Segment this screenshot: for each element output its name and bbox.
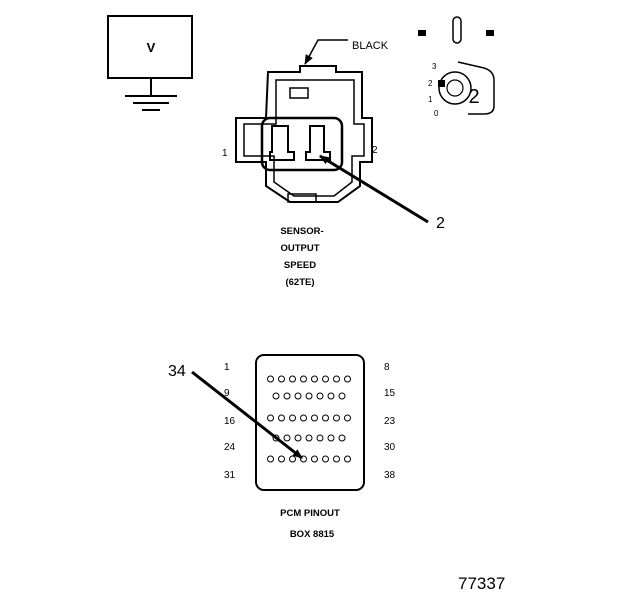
pin-label-left: 1 <box>222 148 228 159</box>
pcm-pin <box>344 375 351 383</box>
pcm-caption-line-1: PCM PINOUT <box>280 508 340 519</box>
pcm-pin <box>305 434 313 442</box>
terminal-2 <box>305 125 331 161</box>
voltmeter-symbol: V <box>147 40 156 55</box>
scale-label-0: 0 <box>434 109 439 118</box>
pcm-pin <box>272 392 280 400</box>
pcm-left-label-2: 9 <box>224 388 230 399</box>
pcm-right-label-5: 38 <box>384 470 396 481</box>
pcm-pin <box>289 455 296 463</box>
pcm-pin <box>278 455 285 463</box>
pcm-callout-number: 34 <box>168 363 186 380</box>
connector-caption-line-2: OUTPUT <box>280 243 319 254</box>
knob-dial <box>438 71 472 105</box>
pcm-pin <box>333 414 340 422</box>
connector-callout-arrow <box>319 154 429 224</box>
ground-icon <box>125 78 177 111</box>
pcm-pin <box>267 375 274 383</box>
pcm-right-label-2: 15 <box>384 388 396 399</box>
connector-inner-shell <box>243 79 365 197</box>
knob-value: 2 <box>468 86 479 108</box>
pcm-pin <box>289 375 296 383</box>
pcm-left-label-3: 16 <box>224 416 236 427</box>
pcm-pin <box>338 434 346 442</box>
pcm-pin <box>294 434 302 442</box>
scale-label-2: 2 <box>428 79 433 88</box>
connector-key <box>287 193 317 203</box>
pcm-pin <box>267 414 274 422</box>
connector-caption-line-4: (62TE) <box>285 277 314 288</box>
pcm-pin-grid <box>267 375 351 463</box>
pcm-pin <box>278 375 285 383</box>
pcm-pin <box>338 392 346 400</box>
pcm-pin <box>333 455 340 463</box>
pcm-pin <box>322 414 329 422</box>
pcm-right-label-1: 8 <box>384 362 390 373</box>
pcm-connector-body <box>255 354 365 491</box>
connector-outer-shell <box>235 65 373 203</box>
pcm-caption-line-2: BOX 8815 <box>290 529 335 540</box>
pcm-pin <box>322 455 329 463</box>
pcm-pinout: 1 9 16 24 31 8 15 23 30 38 34 PCM PINOUT… <box>168 354 396 540</box>
terminal-1 <box>269 125 295 161</box>
connector-face <box>260 116 344 172</box>
pcm-pin <box>344 414 351 422</box>
pcm-pin <box>305 392 313 400</box>
selector-knob: 3 2 1 0 2 <box>418 16 495 118</box>
pcm-callout-arrow <box>191 370 303 460</box>
pcm-left-label-4: 24 <box>224 442 236 453</box>
pcm-pin <box>311 455 318 463</box>
pcm-pin <box>300 414 307 422</box>
knob-pointer <box>438 80 445 87</box>
indicator-center <box>452 16 462 44</box>
pcm-pin <box>322 375 329 383</box>
scale-label-3: 3 <box>432 62 437 71</box>
knob-body <box>457 61 495 115</box>
voltmeter: V <box>107 15 193 111</box>
pcm-pin <box>311 414 318 422</box>
connector-caption-line-3: SPEED <box>284 260 316 271</box>
connector-callout-number: 2 <box>436 215 445 232</box>
figure-id: 77337 <box>458 574 505 593</box>
pcm-pin <box>344 455 351 463</box>
pin-label-right: 2 <box>372 145 378 156</box>
scale-label-1: 1 <box>428 95 433 104</box>
wire-leader <box>304 39 348 65</box>
sensor-connector: BLACK 1 2 2 SENSOR- OUTPUT SPEED (62TE) <box>222 39 445 288</box>
pcm-pin <box>283 434 291 442</box>
pcm-pin <box>316 434 324 442</box>
pcm-pin <box>311 375 318 383</box>
pcm-pin <box>278 414 285 422</box>
pcm-pin <box>327 392 335 400</box>
pcm-right-label-3: 23 <box>384 416 396 427</box>
connector-latch <box>289 87 309 99</box>
pcm-right-label-4: 30 <box>384 442 396 453</box>
connector-caption-line-1: SENSOR- <box>280 226 323 237</box>
pcm-pin <box>289 414 296 422</box>
knob-center <box>446 79 464 97</box>
pcm-pin <box>283 392 291 400</box>
pcm-pin <box>294 392 302 400</box>
pcm-left-label-1: 1 <box>224 362 230 373</box>
wire-color-label: BLACK <box>352 40 389 52</box>
pcm-pin <box>300 375 307 383</box>
pcm-left-label-5: 31 <box>224 470 236 481</box>
pcm-pin <box>327 434 335 442</box>
pcm-pin <box>333 375 340 383</box>
indicator-left <box>418 30 426 36</box>
pcm-pin <box>267 455 274 463</box>
pcm-pin <box>316 392 324 400</box>
indicator-right <box>486 30 494 36</box>
